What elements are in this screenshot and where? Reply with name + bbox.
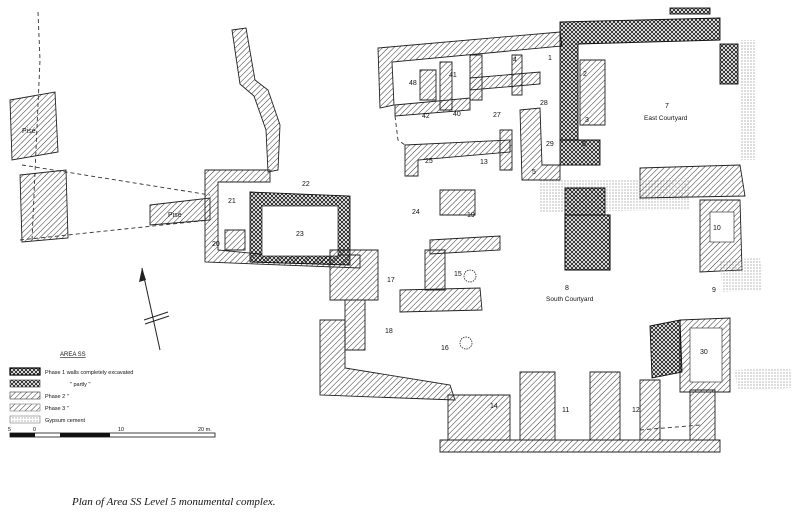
room-label-4: 4 xyxy=(513,57,517,64)
west-building xyxy=(204,169,361,269)
room-label-12: 12 xyxy=(632,407,640,414)
room-label-13: 13 xyxy=(480,159,488,166)
scale-bar: 5 0 10 20 m. xyxy=(8,427,216,438)
room-label-15: 15 xyxy=(454,271,462,278)
south-courtyard-label: South Courtyard xyxy=(546,296,594,303)
room-label-2: 2 xyxy=(583,71,587,78)
north-arrow-icon xyxy=(139,267,170,351)
room-label-23: 23 xyxy=(296,231,304,238)
room-label-41: 41 xyxy=(449,72,457,79)
room-label-14: 14 xyxy=(490,403,498,410)
room-label-6: 6 xyxy=(582,141,586,148)
pise-label-upper: Pisé xyxy=(22,128,36,135)
legend-swatch-4 xyxy=(9,403,41,412)
scale-tick-5: 5 xyxy=(8,427,11,433)
room-label-20: 20 xyxy=(212,241,220,248)
room-label-5: 5 xyxy=(532,169,536,176)
room-label-27: 27 xyxy=(493,112,501,119)
room-label-21: 21 xyxy=(228,198,236,205)
room-label-30: 30 xyxy=(700,349,708,356)
room-labels: 1 2 3 4 5 6 7 East Courtyard 8 South Cou… xyxy=(22,55,721,414)
legend-title: AREA SS xyxy=(60,352,86,358)
pise-block-lower xyxy=(19,169,69,243)
figure-caption: Plan of Area SS Level 5 monumental compl… xyxy=(72,496,276,508)
legend-label-1: Phase 1 walls completely excavated xyxy=(45,370,133,376)
room-label-18: 18 xyxy=(385,328,393,335)
legend-label-4: Phase 3 " xyxy=(45,406,69,412)
room-label-11: 11 xyxy=(562,407,569,414)
western-pise-area xyxy=(9,11,211,243)
pise-label-lower: Pisé xyxy=(168,212,182,219)
room-label-22: 22 xyxy=(302,181,310,188)
room-label-9: 9 xyxy=(712,287,716,294)
room-label-25: 25 xyxy=(425,158,433,165)
legend-label-5: Gypsum cement xyxy=(45,418,86,424)
scale-tick-0: 0 xyxy=(33,427,36,433)
legend-label-3: Phase 2 " xyxy=(45,394,69,400)
east-courtyard-label: East Courtyard xyxy=(644,115,688,122)
room-label-16: 16 xyxy=(441,345,449,352)
legend-swatch-5 xyxy=(9,415,41,424)
room-label-19: 19 xyxy=(467,212,475,219)
room-label-1: 1 xyxy=(548,55,552,62)
room-label-8: 8 xyxy=(565,285,569,292)
main-complex xyxy=(319,7,792,453)
north-curved-wall xyxy=(231,27,281,173)
room-label-10: 10 xyxy=(713,225,721,232)
legend-swatch-1 xyxy=(9,367,41,376)
legend-swatch-2 xyxy=(9,379,41,388)
scale-tick-20: 20 m. xyxy=(198,427,212,433)
legend-swatch-3 xyxy=(9,391,41,400)
room-label-42: 42 xyxy=(422,113,430,120)
room-label-17: 17 xyxy=(387,277,395,284)
room-label-29: 29 xyxy=(546,141,554,148)
legend-label-2: " partly " xyxy=(70,382,90,388)
room-label-7: 7 xyxy=(665,103,669,110)
room-label-28: 28 xyxy=(540,100,548,107)
scale-tick-10: 10 xyxy=(118,427,124,433)
room-label-40: 40 xyxy=(453,111,461,118)
legend: AREA SS Phase 1 walls completely excavat… xyxy=(9,352,133,424)
pise-block-upper xyxy=(9,91,59,161)
room-label-3: 3 xyxy=(585,117,589,124)
room-label-24: 24 xyxy=(412,209,420,216)
room-label-48: 48 xyxy=(409,80,417,87)
